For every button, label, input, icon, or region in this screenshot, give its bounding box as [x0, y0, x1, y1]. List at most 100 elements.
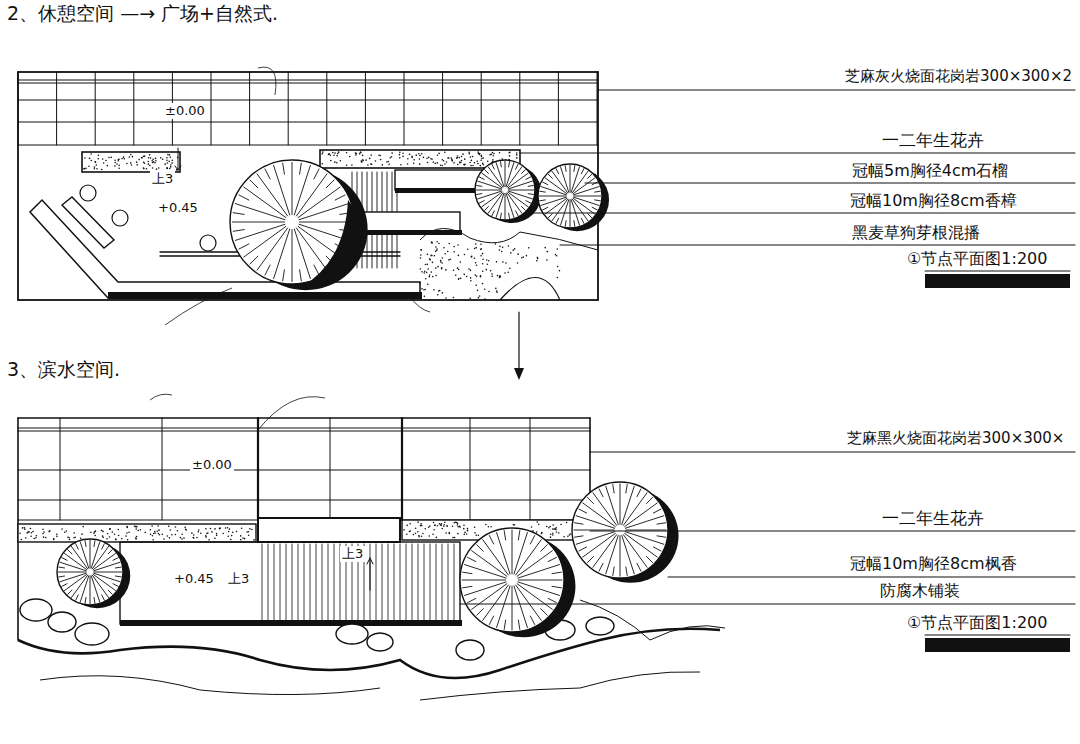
lawn-area — [482, 258, 484, 260]
lawn-area — [457, 267, 459, 269]
pomegranate-tree — [556, 169, 559, 174]
lawn-area — [478, 297, 480, 299]
drawing-title: ①节点平面图1:200 — [905, 613, 1049, 632]
lawn-area — [555, 254, 557, 256]
flower-planter — [152, 159, 154, 161]
flower-planter — [141, 157, 143, 159]
pomegranate-tree — [565, 166, 567, 172]
lawn-area — [482, 283, 484, 285]
level-mark — [370, 560, 371, 590]
flower-planter — [95, 164, 97, 166]
lawn-area — [491, 275, 493, 277]
flower-planter — [160, 157, 162, 159]
flower-planter — [322, 151, 324, 153]
lawn-area — [475, 247, 477, 249]
flower-planter — [136, 536, 138, 538]
flower-planter — [240, 535, 242, 537]
lawn-area — [474, 248, 476, 250]
camphor-tree — [292, 162, 293, 214]
flower-planter — [143, 167, 145, 169]
flower-planter — [336, 155, 338, 157]
flower-planter — [386, 161, 388, 163]
flower-planter — [64, 531, 66, 533]
sweetgum-tree — [576, 532, 614, 544]
flower-planter — [166, 160, 168, 162]
sweetgum-tree — [460, 528, 564, 632]
camphor-tree — [335, 195, 345, 200]
pomegranate-tree — [478, 191, 502, 199]
lawn-area — [436, 241, 438, 243]
lawn-area — [457, 244, 459, 246]
lawn-area — [448, 259, 450, 261]
level-mark — [178, 166, 181, 170]
section-title: 3、滨水空间. — [5, 358, 122, 381]
wood-deck — [328, 544, 329, 622]
flower-planter — [442, 159, 444, 161]
lawn-area — [431, 271, 433, 273]
flower-planter — [536, 521, 538, 523]
lawn-area — [433, 289, 435, 291]
flower-planter — [155, 160, 157, 162]
flower-planter — [127, 539, 129, 541]
pomegranate-tree — [506, 193, 514, 217]
level-mark — [175, 148, 181, 170]
flower-planter — [143, 161, 145, 163]
flower-planter — [461, 156, 463, 158]
lawn-area — [424, 289, 426, 291]
flower-planter — [184, 527, 186, 529]
flower-planter — [467, 528, 469, 530]
pomegranate-tree — [595, 191, 601, 193]
flower-planter — [482, 163, 484, 165]
sweetgum-tree — [58, 572, 86, 573]
pomegranate-tree — [522, 207, 526, 211]
flower-planter — [25, 537, 27, 539]
lawn-area — [443, 247, 445, 249]
leader-line — [460, 452, 1075, 604]
flower-planter — [140, 529, 142, 531]
flower-planter — [158, 167, 160, 169]
sweetgum-tree — [622, 535, 634, 573]
tree-shadow — [300, 200, 361, 288]
flower-planter — [330, 154, 332, 156]
lawn-area — [429, 258, 431, 260]
flower-planter — [340, 160, 342, 162]
granite-paving — [402, 418, 403, 520]
lawn-area — [480, 255, 482, 257]
lawn-area — [504, 272, 506, 274]
flower-planter — [417, 521, 419, 523]
flower-planter — [83, 168, 85, 170]
water-edge — [18, 600, 725, 700]
flower-planter — [168, 161, 170, 163]
lawn-area — [441, 262, 443, 264]
lawn-area — [469, 297, 471, 299]
wood-deck — [280, 544, 281, 622]
flower-planter — [463, 164, 465, 166]
flower-planter — [88, 166, 90, 168]
flower-planter — [177, 530, 179, 532]
camphor-tree — [292, 229, 293, 281]
lawn-area — [510, 252, 512, 254]
granite-paving — [211, 72, 212, 145]
section-title: 2、休憩空间 —→ 广场+自然式. — [5, 2, 280, 25]
sweetgum-tree — [62, 558, 67, 561]
sweetgum-tree — [599, 563, 603, 571]
sweetgum-tree — [92, 546, 108, 568]
sweetgum-tree — [625, 533, 658, 557]
flower-planter — [369, 158, 371, 160]
sweetgum-tree — [653, 509, 661, 513]
flower-planter — [452, 160, 454, 162]
leader-line — [520, 152, 1075, 153]
lawn-area — [430, 255, 432, 257]
granite-paving — [404, 72, 405, 145]
flower-planter — [541, 532, 543, 534]
flower-planter — [152, 167, 154, 169]
wood-deck — [406, 544, 407, 622]
flower-planter — [464, 164, 466, 166]
lawn-area — [423, 272, 425, 274]
flower-planter — [251, 529, 253, 531]
wood-deck — [448, 544, 449, 622]
water-edge — [18, 629, 720, 678]
pomegranate-tree — [543, 182, 548, 185]
leader-line — [590, 530, 1075, 531]
flower-planter — [154, 531, 156, 533]
